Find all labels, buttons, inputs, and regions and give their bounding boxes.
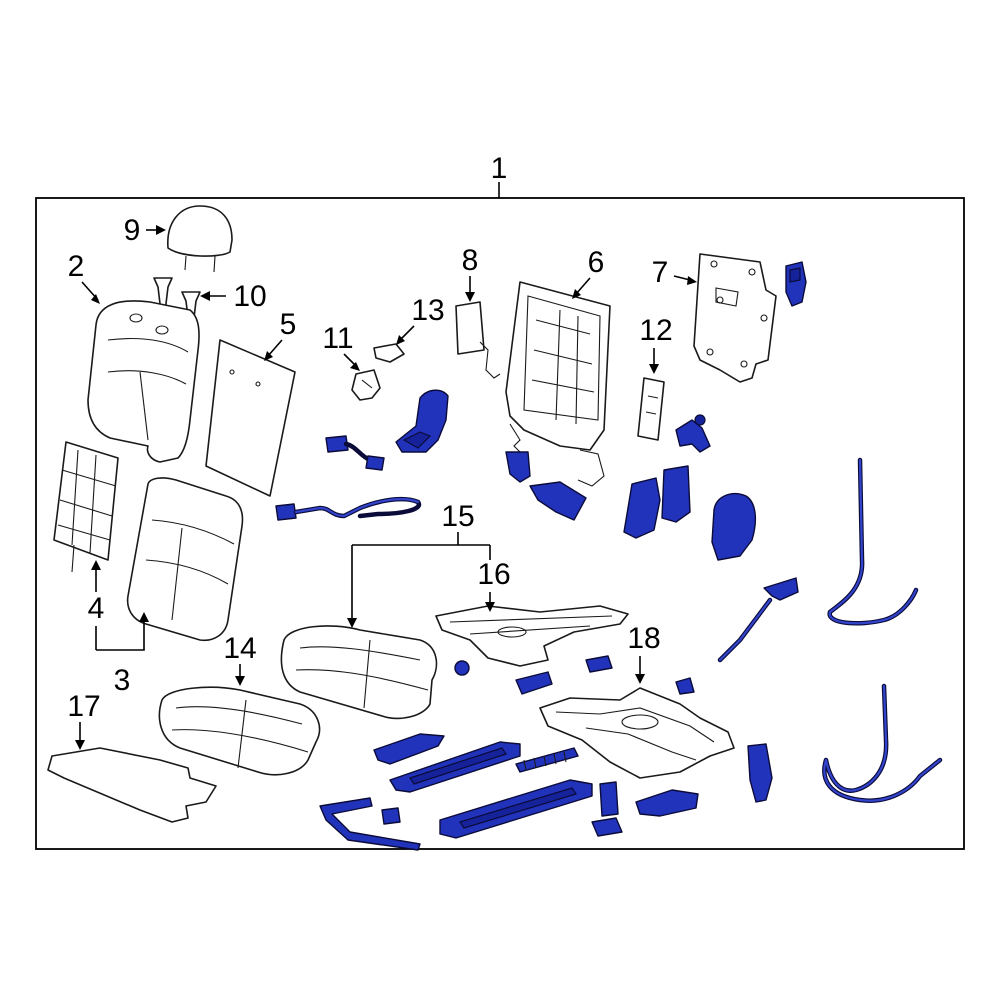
- seatback-upper-part[interactable]: [87, 300, 200, 463]
- seatback-frame-wire-part[interactable]: [53, 441, 119, 573]
- callout-1-label[interactable]: 1: [491, 152, 508, 185]
- callout-13-label[interactable]: 13: [411, 294, 444, 327]
- seat-pan-part[interactable]: [539, 687, 735, 779]
- seat-module-part[interactable]: [455, 301, 501, 379]
- floor-mat-part[interactable]: [47, 747, 217, 823]
- side-cover-part[interactable]: [711, 492, 757, 561]
- lock-bracket-part[interactable]: [785, 261, 807, 307]
- lock-striker-part[interactable]: [591, 781, 623, 837]
- link-rod-part[interactable]: [717, 577, 799, 663]
- recliner-lever-part[interactable]: [675, 414, 711, 453]
- callout-10-label[interactable]: 10: [233, 280, 266, 313]
- callout-11-label[interactable]: 11: [322, 322, 353, 355]
- callout-9-label[interactable]: 9: [124, 214, 141, 247]
- assembly-frame: [35, 197, 965, 850]
- seatback-cover-panel-part[interactable]: [205, 339, 296, 497]
- harness-connector-part[interactable]: [325, 435, 385, 471]
- callout-15-label[interactable]: 15: [441, 500, 474, 533]
- seat-clip-part[interactable]: [373, 343, 405, 363]
- recliner-part[interactable]: [505, 451, 587, 521]
- callout-5-label[interactable]: 5: [280, 308, 297, 341]
- headrest-part[interactable]: [167, 205, 233, 273]
- seat-frame-part[interactable]: [435, 605, 629, 667]
- seat-cushion-upper-part[interactable]: [280, 625, 438, 720]
- seat-track-upper-part[interactable]: [373, 733, 521, 793]
- track-cover-part[interactable]: [319, 797, 421, 851]
- cable-1-part[interactable]: [827, 457, 919, 626]
- callout-3-label[interactable]: 3: [114, 664, 131, 697]
- seat-hinge-part[interactable]: [623, 465, 691, 539]
- seat-track-lower-part[interactable]: [439, 779, 593, 839]
- seat-latch-part[interactable]: [351, 369, 381, 401]
- seatback-side-shield-part[interactable]: [395, 389, 449, 453]
- seat-cushion-lower-part[interactable]: [158, 686, 321, 776]
- callout-4-label[interactable]: 4: [88, 592, 105, 625]
- seat-track-bracket-part[interactable]: [454, 655, 695, 695]
- callout-6-label[interactable]: 6: [588, 246, 605, 279]
- wire-harness-part[interactable]: [275, 496, 422, 521]
- callout-8-label[interactable]: 8: [462, 244, 479, 277]
- callout-12-label[interactable]: 12: [639, 314, 672, 347]
- bracket-part[interactable]: [637, 377, 665, 441]
- callout-16-label[interactable]: 16: [477, 558, 510, 591]
- seat-adjust-spring-part[interactable]: [515, 747, 579, 773]
- belt-buckle-part[interactable]: [747, 743, 773, 803]
- callout-7-label[interactable]: 7: [652, 256, 669, 289]
- seatback-lower-part[interactable]: [126, 477, 244, 642]
- seatback-frame-part[interactable]: [505, 281, 611, 487]
- callout-17-label[interactable]: 17: [67, 690, 100, 723]
- lever-bracket-part[interactable]: [635, 789, 699, 817]
- callout-18-label[interactable]: 18: [627, 622, 660, 655]
- back-panel-plate-part[interactable]: [693, 253, 777, 383]
- callout-14-label[interactable]: 14: [223, 632, 256, 665]
- callout-2-label[interactable]: 2: [68, 250, 85, 283]
- cable-2-part[interactable]: [822, 683, 943, 803]
